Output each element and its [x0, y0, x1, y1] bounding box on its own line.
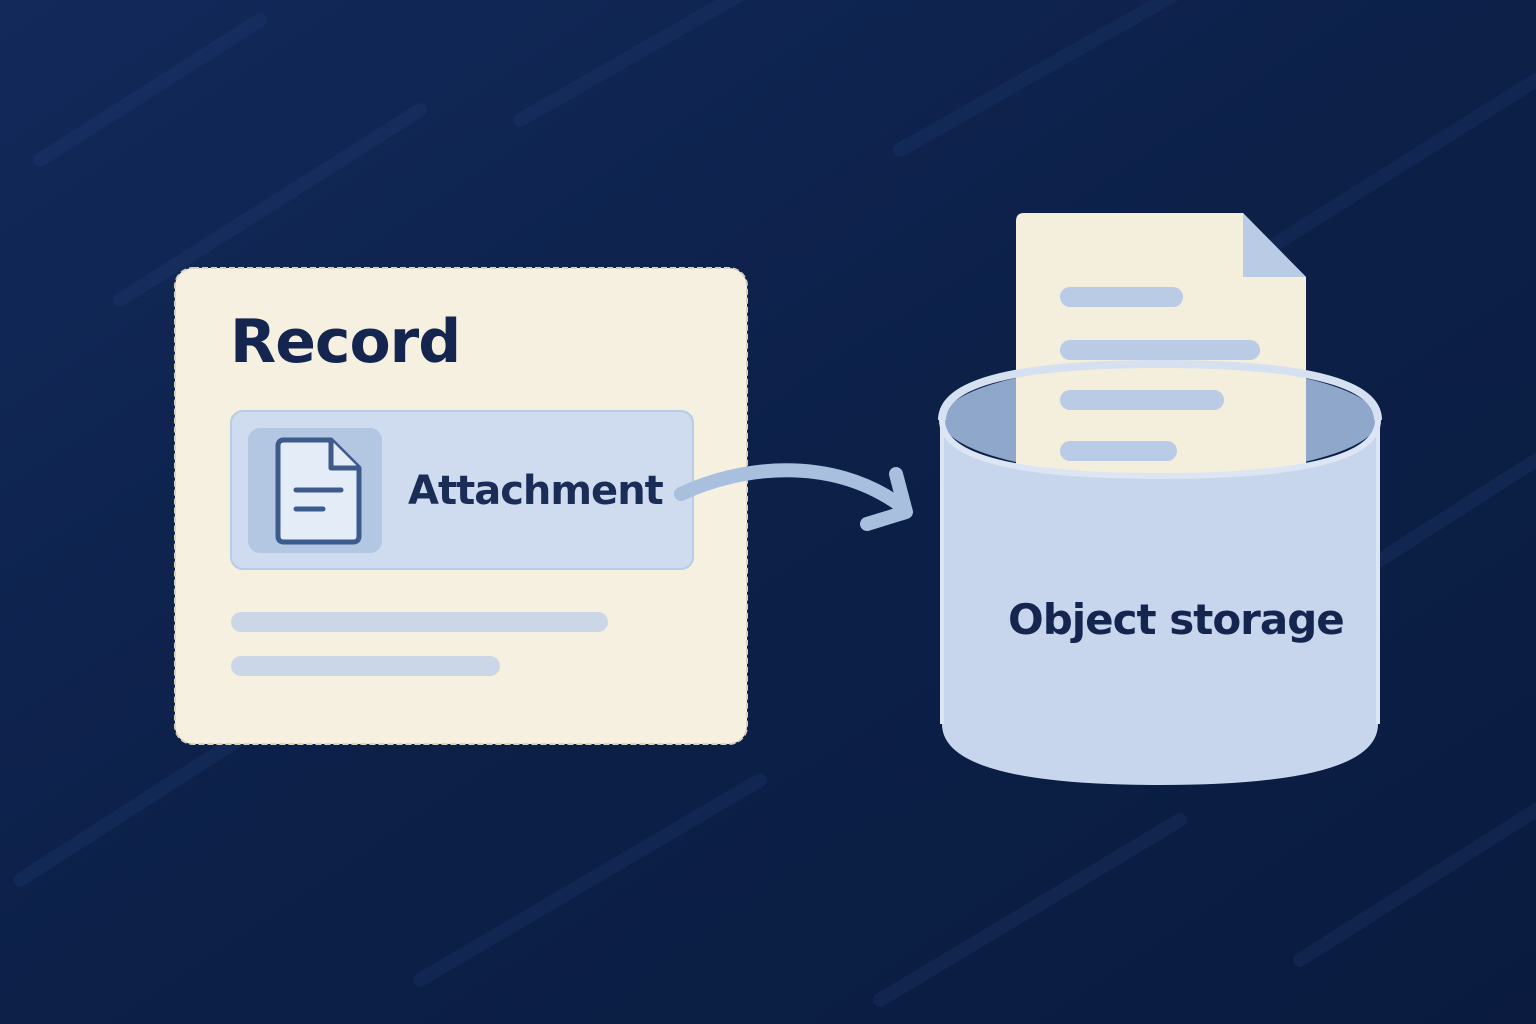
record-title: Record	[230, 307, 461, 377]
object-storage-label: Object storage	[1008, 595, 1345, 644]
record-placeholder-line	[231, 656, 500, 676]
record-placeholder-line	[231, 612, 608, 632]
document-icon	[275, 437, 362, 545]
storage-cylinder-body	[942, 420, 1378, 785]
stored-document-icon	[1016, 213, 1306, 478]
attachment-label[interactable]: Attachment	[408, 468, 664, 514]
